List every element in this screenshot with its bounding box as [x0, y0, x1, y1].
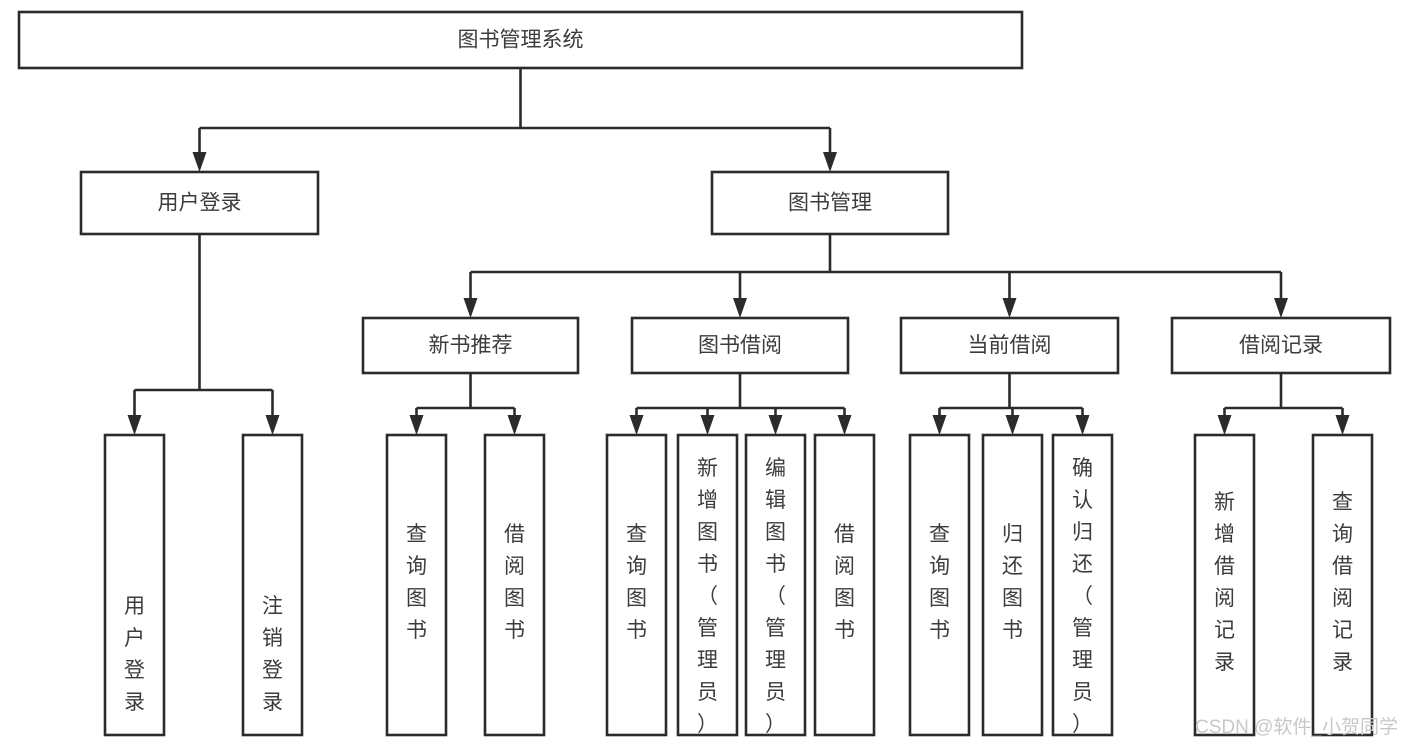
arrow-head — [768, 415, 783, 435]
arrow-head — [1002, 298, 1017, 318]
node-box-leaf-return-book — [981, 433, 1044, 737]
arrow-head — [192, 152, 207, 172]
node-box-new-book-recommend — [361, 316, 580, 375]
node-book-borrow[interactable]: 图书借阅 — [630, 316, 850, 375]
node-label-leaf-add-borrow-record: 新增借阅记录 — [1214, 491, 1235, 674]
node-box-leaf-query-book-1 — [385, 433, 448, 737]
node-box-current-borrow — [899, 316, 1120, 375]
node-label-current-borrow: 当前借阅 — [968, 334, 1052, 357]
arrow-head — [265, 415, 280, 435]
node-label-user-login: 用户登录 — [158, 192, 242, 215]
arrow-head — [823, 152, 837, 172]
node-box-leaf-borrow-book-2 — [813, 433, 876, 737]
node-box-leaf-query-borrow-record — [1311, 433, 1374, 737]
arrow-head — [1335, 415, 1350, 435]
node-label-book-management: 图书管理 — [788, 192, 872, 215]
node-label-borrow-record: 借阅记录 — [1239, 334, 1323, 357]
node-label-leaf-user-logout: 注销登录 — [262, 595, 283, 714]
arrow-head — [733, 298, 747, 318]
node-box-leaf-add-borrow-record — [1193, 433, 1256, 737]
node-leaf-query-book-1[interactable]: 查询图书 — [385, 433, 448, 737]
node-label-leaf-query-borrow-record: 查询借阅记录 — [1332, 491, 1353, 674]
node-leaf-query-borrow-record[interactable]: 查询借阅记录 — [1311, 433, 1374, 737]
node-box-book-management — [710, 170, 950, 236]
node-box-book-borrow — [630, 316, 850, 375]
arrow-head — [1005, 415, 1020, 435]
arrow-head — [932, 415, 947, 435]
arrow-head — [629, 415, 644, 435]
node-box-leaf-user-logout — [241, 433, 304, 737]
node-leaf-query-book-2[interactable]: 查询图书 — [605, 433, 668, 737]
node-label-leaf-confirm-return: 确认归还（管理员） — [1072, 457, 1093, 736]
arrow-head — [1274, 298, 1288, 318]
node-label-new-book-recommend: 新书推荐 — [429, 334, 513, 357]
node-root[interactable]: 图书管理系统 — [17, 10, 1024, 70]
node-leaf-borrow-book-2[interactable]: 借阅图书 — [813, 433, 876, 737]
node-leaf-user-login[interactable]: 用户登录 — [103, 433, 166, 737]
arrow-head — [463, 298, 478, 318]
node-label-leaf-user-login: 用户登录 — [124, 595, 145, 714]
node-current-borrow[interactable]: 当前借阅 — [899, 316, 1120, 375]
node-box-leaf-edit-book — [744, 433, 807, 737]
node-label-leaf-borrow-book-2: 借阅图书 — [834, 523, 855, 642]
node-leaf-query-book-3[interactable]: 查询图书 — [908, 433, 971, 737]
node-borrow-record[interactable]: 借阅记录 — [1170, 316, 1392, 375]
node-label-leaf-edit-book: 编辑图书（管理员） — [765, 457, 786, 736]
csdn-watermark: CSDN @软件_小贺同学 — [1195, 716, 1398, 738]
node-leaf-add-book[interactable]: 新增图书（管理员） — [676, 433, 739, 737]
node-book-management[interactable]: 图书管理 — [710, 170, 950, 236]
node-label-leaf-query-book-3: 查询图书 — [929, 523, 950, 642]
arrow-head — [409, 415, 424, 435]
arrow-head — [700, 415, 715, 435]
node-box-leaf-add-book — [676, 433, 739, 737]
node-leaf-edit-book[interactable]: 编辑图书（管理员） — [744, 433, 807, 737]
node-leaf-add-borrow-record[interactable]: 新增借阅记录 — [1193, 433, 1256, 737]
node-box-leaf-query-book-3 — [908, 433, 971, 737]
node-leaf-user-logout[interactable]: 注销登录 — [241, 433, 304, 737]
arrow-head — [837, 415, 852, 435]
node-new-book-recommend[interactable]: 新书推荐 — [361, 316, 580, 375]
node-box-borrow-record — [1170, 316, 1392, 375]
node-layer: 图书管理系统用户登录图书管理新书推荐图书借阅当前借阅借阅记录用户登录注销登录查询… — [17, 10, 1392, 737]
node-box-leaf-borrow-book-1 — [483, 433, 546, 737]
node-box-user-login — [79, 170, 320, 236]
node-label-root: 图书管理系统 — [458, 29, 584, 52]
node-box-leaf-query-book-2 — [605, 433, 668, 737]
node-label-leaf-query-book-2: 查询图书 — [626, 523, 647, 642]
node-label-leaf-query-book-1: 查询图书 — [406, 523, 427, 642]
node-label-leaf-add-book: 新增图书（管理员） — [697, 457, 718, 736]
arrow-head — [507, 415, 522, 435]
node-box-leaf-confirm-return — [1051, 433, 1114, 737]
node-label-book-borrow: 图书借阅 — [698, 334, 782, 357]
arrow-head — [127, 415, 142, 435]
node-leaf-confirm-return[interactable]: 确认归还（管理员） — [1051, 433, 1114, 737]
node-user-login[interactable]: 用户登录 — [79, 170, 320, 236]
node-box-root — [17, 10, 1024, 70]
node-leaf-return-book[interactable]: 归还图书 — [981, 433, 1044, 737]
connector-layer — [127, 68, 1350, 435]
arrow-head — [1075, 415, 1090, 435]
node-leaf-borrow-book-1[interactable]: 借阅图书 — [483, 433, 546, 737]
arrow-head — [1217, 415, 1232, 435]
node-box-leaf-user-login — [103, 433, 166, 737]
node-label-leaf-return-book: 归还图书 — [1002, 523, 1023, 642]
node-label-leaf-borrow-book-1: 借阅图书 — [504, 523, 525, 642]
